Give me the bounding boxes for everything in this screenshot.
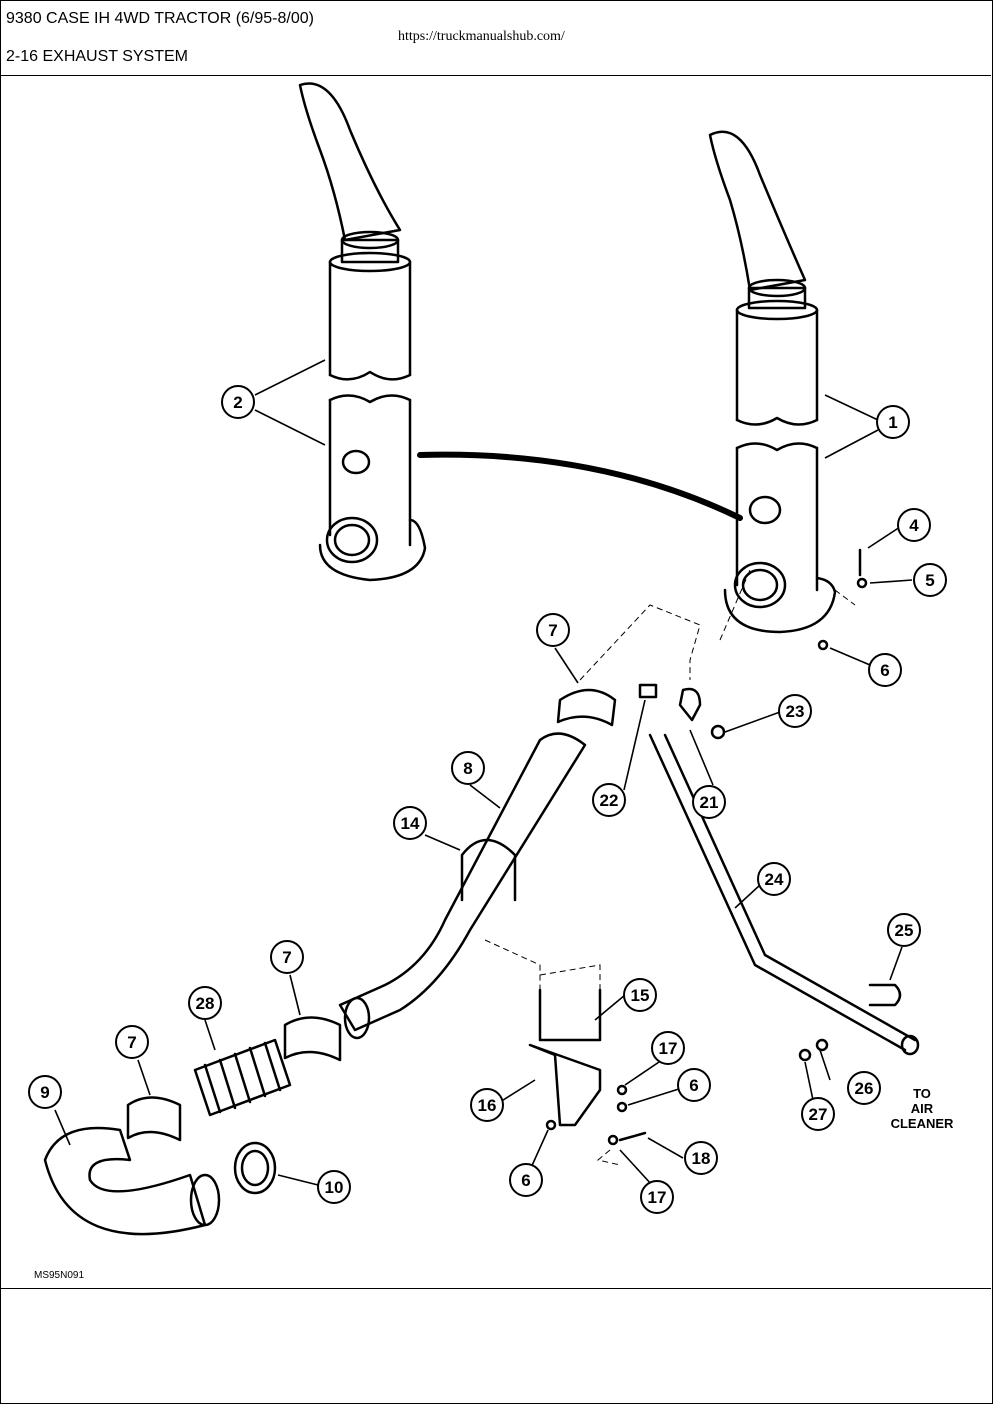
right-upper-muffler [735,308,819,422]
air-cleaner-note-line2: AIR [911,1101,934,1116]
callout-7-a: 7 [548,621,557,640]
bracket-upper [538,988,602,1042]
u-bolt [460,838,517,902]
callout-2: 2 [233,393,242,412]
right-curved-tailpipe [708,130,807,292]
callout-23: 23 [786,702,805,721]
pipe-clamp-upper [556,688,617,727]
document-title: 9380 CASE IH 4WD TRACTOR (6/95-8/00) [6,10,314,27]
exhaust-pipe [338,732,587,1032]
callout-8: 8 [463,759,472,778]
callout-17-a: 17 [659,1039,678,1058]
bracket-lower [528,1043,602,1127]
air-cleaner-note-line3: CLEANER [891,1116,954,1131]
callout-6-c: 6 [521,1171,530,1190]
air-cleaner-note-line1: TO [913,1086,931,1101]
exhaust-elbow [43,1126,207,1236]
bellows-clamp-left [126,1096,182,1142]
callout-10: 10 [325,1178,344,1197]
bellows-clamp-right [283,1016,342,1062]
tube-clamp [678,687,702,722]
source-url[interactable]: https://truckmanualshub.com/ [398,29,565,44]
callout-22: 22 [600,791,619,810]
callout-27: 27 [809,1105,828,1124]
callout-7-c: 7 [127,1033,136,1052]
callout-16: 16 [478,1096,497,1115]
callout-21: 21 [700,793,719,812]
figure-id: MS95N091 [34,1270,85,1281]
small-u-bolt [868,983,902,1007]
callout-28: 28 [196,994,215,1013]
clamp-bolt [638,683,658,699]
callout-14: 14 [401,814,420,833]
left-curved-tailpipe [298,82,402,242]
flange-gasket [233,1141,277,1195]
callout-26: 26 [855,1079,874,1098]
callout-18: 18 [692,1149,711,1168]
page-header: 9380 CASE IH 4WD TRACTOR (6/95-8/00) htt… [0,0,991,76]
callout-4: 4 [909,516,919,535]
callout-25: 25 [895,921,914,940]
callout-5: 5 [925,571,934,590]
section-title: 2-16 EXHAUST SYSTEM [6,48,188,65]
callout-6-a: 6 [880,661,889,680]
callout-15: 15 [631,986,650,1005]
callout-1: 1 [888,413,897,432]
left-upper-muffler [328,260,412,377]
flex-bellows [193,1038,292,1117]
callout-9: 9 [40,1083,49,1102]
footer-divider [0,1288,991,1289]
callout-6-b: 6 [689,1076,698,1095]
callout-7-b: 7 [282,948,291,967]
callout-24: 24 [765,870,784,889]
callout-17-b: 17 [648,1188,667,1207]
